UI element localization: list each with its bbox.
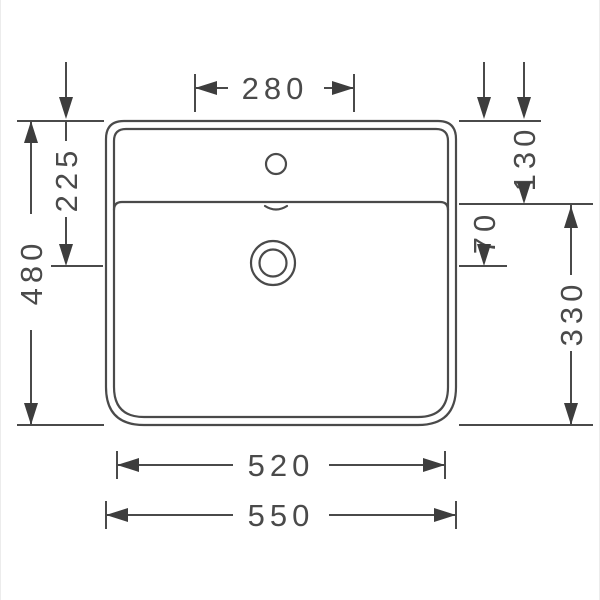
arrow-550-right	[434, 508, 456, 522]
arrow-130-top	[517, 97, 531, 119]
basin	[104, 119, 458, 427]
label-backgrounds	[13, 70, 589, 533]
arrow-520-right	[423, 458, 445, 472]
arrow-70-top	[477, 97, 491, 119]
arrow-130-bottom	[517, 182, 531, 204]
arrow-225-top	[59, 97, 73, 119]
dim-label-330: 330	[554, 280, 589, 347]
arrow-280-left	[195, 81, 217, 95]
arrow-330-bottom	[564, 403, 578, 425]
dim-label-280: 280	[242, 71, 309, 106]
arrowheads	[24, 81, 578, 522]
arrow-280-right	[332, 81, 354, 95]
bowl-edge-line	[112, 200, 450, 212]
arrow-330-top	[564, 206, 578, 228]
overflow-slot	[263, 204, 289, 211]
arrow-480-bottom	[24, 403, 38, 425]
dim-label-520: 520	[248, 448, 315, 483]
arrow-70-bottom	[477, 244, 491, 266]
arrow-480-top	[24, 121, 38, 143]
faucet-hole	[264, 152, 288, 176]
drain-inner-circle	[258, 248, 288, 278]
arrow-225-bottom	[59, 244, 73, 266]
arrow-520-left	[117, 458, 139, 472]
dimension-labels: 280 480 225 130 70 330 520 550	[14, 71, 589, 533]
arrow-550-left	[106, 508, 128, 522]
dim-label-225: 225	[49, 146, 84, 213]
dim-label-550: 550	[248, 498, 315, 533]
dim-label-130: 130	[507, 125, 542, 192]
dim-label-480: 480	[14, 239, 49, 306]
